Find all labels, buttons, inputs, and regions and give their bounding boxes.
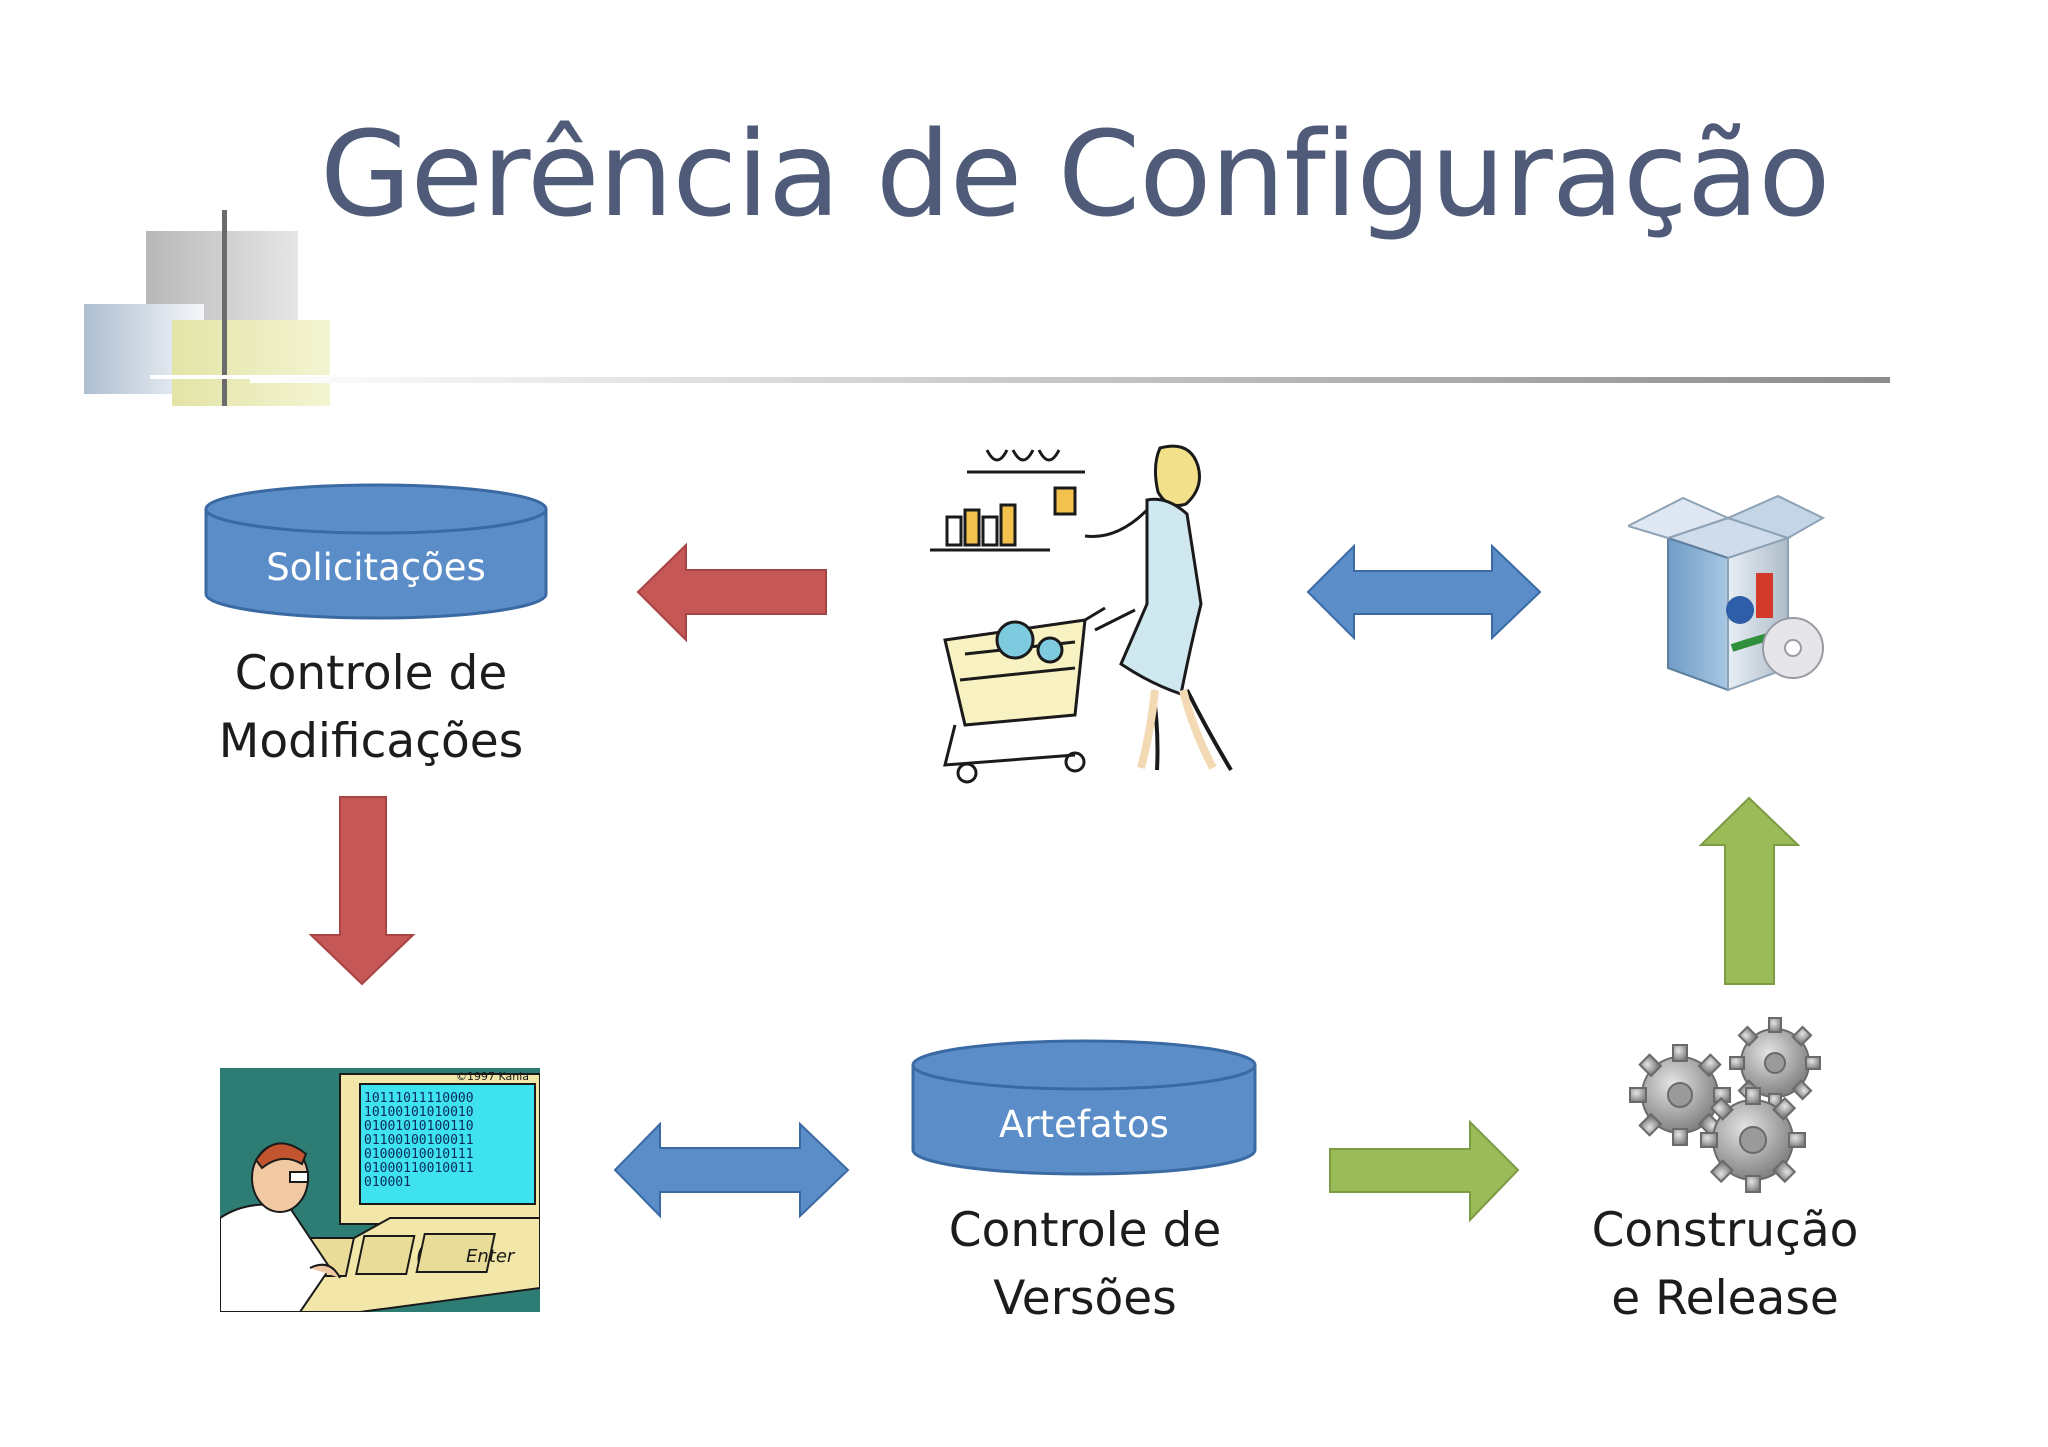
screen-line: 01000110010011 <box>364 1161 474 1176</box>
caption-line: Controle de <box>948 1203 1222 1258</box>
caption-line: Modificações <box>218 714 524 769</box>
caption-line: Construção <box>1591 1203 1859 1258</box>
caption-line: e Release <box>1611 1271 1839 1326</box>
caption-controle-versoes: Controle de Versões <box>900 1197 1270 1333</box>
copyright-text: ©1997 Kania <box>456 1070 529 1083</box>
caption-line: Controle de <box>234 646 508 701</box>
arrow-blue-double-bottom <box>613 1121 850 1219</box>
caption-line: Versões <box>993 1271 1177 1326</box>
screen-line: 10111011110000 <box>364 1091 474 1106</box>
arrow-green-up <box>1698 796 1801 985</box>
software-box-icon <box>1628 494 1826 692</box>
arrow-blue-double-top <box>1306 543 1542 641</box>
programmer-icon: 10111011110000 10100101010010 0100101010… <box>220 1068 540 1312</box>
screen-line: 01000010010111 <box>364 1147 474 1162</box>
screen-line: 01001010100110 <box>364 1119 474 1134</box>
artefatos-label: Artefatos <box>999 1103 1169 1146</box>
gears-icon <box>1629 1017 1821 1193</box>
cylinder-solicitacoes <box>204 483 548 620</box>
screen-line: 01100100100011 <box>364 1133 474 1148</box>
arrow-red-down <box>308 796 416 986</box>
caption-controle-modificacoes: Controle de Modificações <box>176 640 566 776</box>
screen-line: 010001 <box>364 1175 411 1190</box>
shopper-icon <box>930 444 1233 784</box>
page-title: Gerência de Configuração <box>320 105 1830 243</box>
solicitacoes-label: Solicitações <box>266 546 486 589</box>
key-enter: Enter <box>466 1246 516 1267</box>
arrow-red-left <box>636 542 827 643</box>
cylinder-artefatos <box>911 1039 1257 1176</box>
arrow-green-right <box>1329 1119 1520 1223</box>
screen-line: 10100101010010 <box>364 1105 474 1120</box>
caption-construcao-release: Construção e Release <box>1560 1197 1890 1333</box>
